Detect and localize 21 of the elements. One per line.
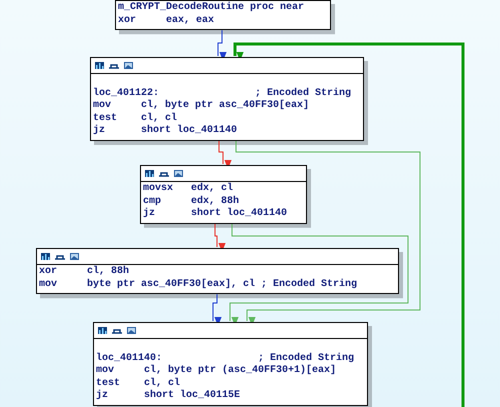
code-line: jz short loc_401140 bbox=[143, 208, 288, 221]
code-line: m_CRYPT_DecodeRoutine proc near bbox=[118, 2, 304, 15]
code-block bbox=[36, 248, 399, 294]
code-line: mov byte ptr asc_40FF30[eax], cl ; Encoded String bbox=[39, 278, 358, 292]
code-line: jz short loc_401140 bbox=[93, 125, 238, 138]
code-line: mov cl, byte ptr asc_40FF30[eax] bbox=[93, 100, 310, 112]
code-line: test cl, cl bbox=[96, 378, 180, 390]
code-line: loc_401140: ; Encoded String bbox=[96, 352, 354, 364]
code-line: xor eax, eax bbox=[118, 14, 214, 28]
code-block bbox=[90, 57, 364, 141]
code-line: xor cl, 88h bbox=[39, 266, 130, 278]
code-line: test cl, cl bbox=[93, 112, 178, 124]
code-line: jz short loc_40115E bbox=[96, 390, 240, 403]
arrow bbox=[234, 42, 464, 407]
code-line: loc_401122: ; Encoded String bbox=[93, 88, 352, 100]
code-block bbox=[140, 165, 307, 224]
code-block bbox=[115, 0, 331, 30]
code-block bbox=[93, 322, 368, 406]
code-line: cmp edx, 88h bbox=[143, 196, 240, 208]
code-line: mov cl, byte ptr (asc_40FF30+1)[eax] bbox=[96, 365, 336, 378]
code-line: movsx edx, cl bbox=[143, 183, 234, 196]
